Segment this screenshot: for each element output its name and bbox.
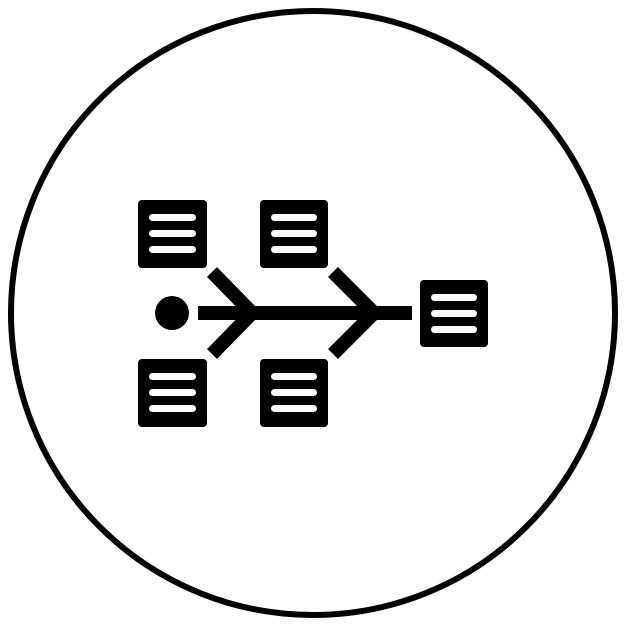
cause-box-bottom-left (138, 359, 207, 427)
bone-lower-right (328, 308, 379, 359)
cause-box-top-left (138, 200, 207, 268)
fishbone-tail-dot (155, 296, 189, 330)
outer-circle (8, 8, 618, 618)
bone-upper-right (328, 267, 379, 318)
bone-lower-left (206, 308, 258, 359)
effect-box-head (420, 280, 488, 347)
bone-upper-left (206, 267, 258, 318)
cause-box-bottom-middle (260, 359, 328, 427)
cause-box-top-middle (260, 200, 328, 268)
